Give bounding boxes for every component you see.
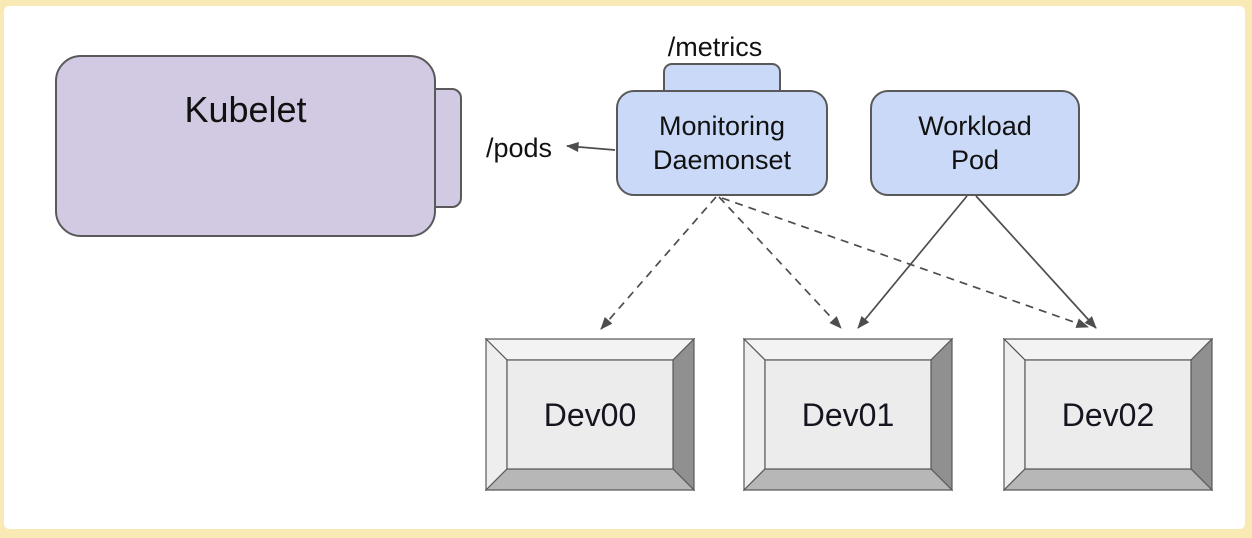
kubelet-node: Kubelet (55, 55, 436, 237)
device-dev00: Dev00 (485, 338, 695, 491)
monitoring-daemonset-node: Monitoring Daemonset (616, 90, 828, 196)
kubelet-label: Kubelet (184, 89, 307, 130)
monitoring-daemonset-label-line1: Monitoring (658, 111, 786, 141)
pods-endpoint-label: /pods (486, 133, 553, 163)
device-dev01-label: Dev01 (802, 397, 895, 433)
metrics-endpoint-label: /metrics (667, 32, 763, 62)
workload-pod-label-line1: Workload (918, 111, 1032, 141)
workload-pod-node: Workload Pod (870, 90, 1080, 196)
monitoring-daemonset-label-line2: Daemonset (652, 145, 792, 175)
workload-pod-label-line2: Pod (950, 145, 1000, 175)
device-dev02: Dev02 (1003, 338, 1213, 491)
device-dev01: Dev01 (743, 338, 953, 491)
device-dev00-label: Dev00 (544, 397, 637, 433)
device-dev02-label: Dev02 (1062, 397, 1155, 433)
